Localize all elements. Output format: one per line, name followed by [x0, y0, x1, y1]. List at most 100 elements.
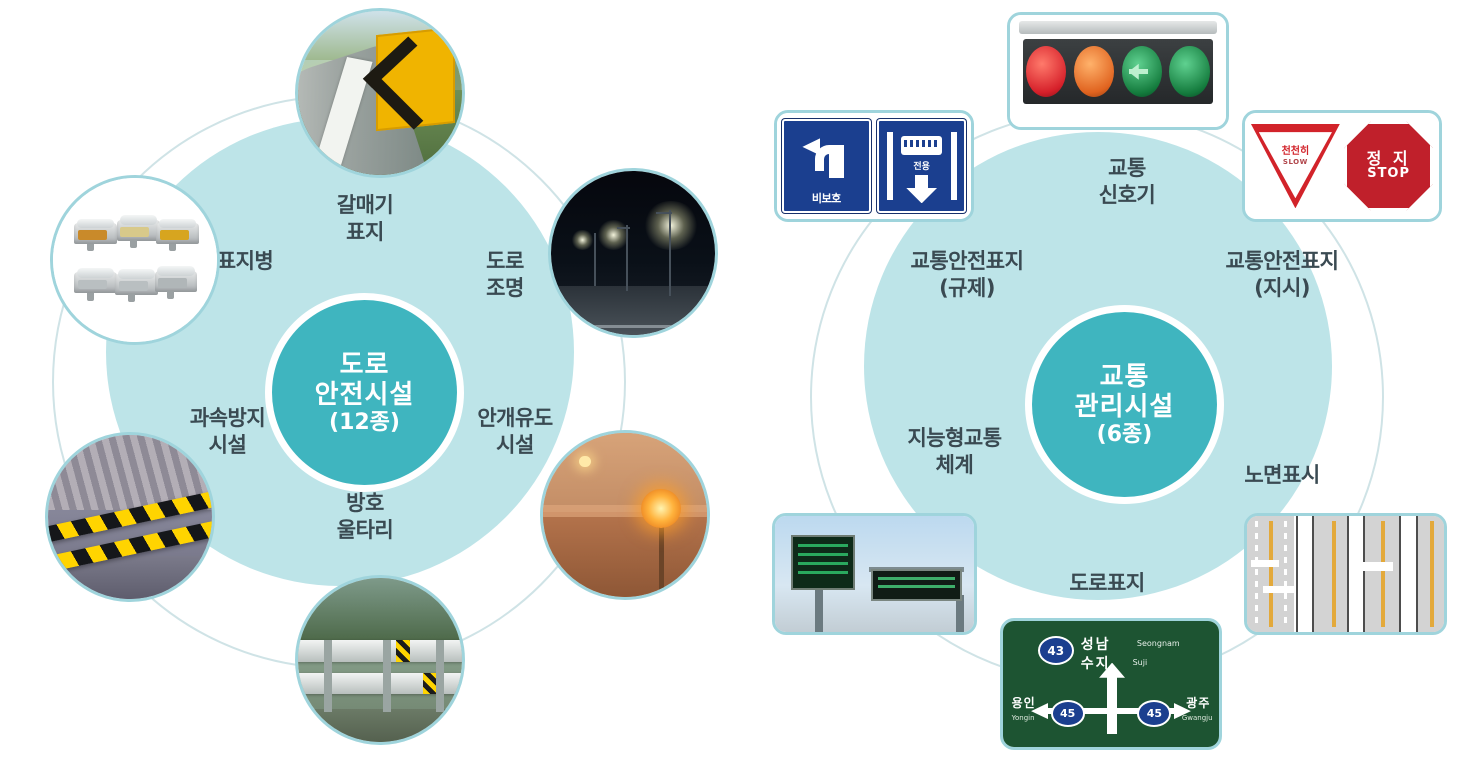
yield-sign: 천천히 SLOW [1250, 123, 1340, 209]
center-line-3: (12종) [329, 409, 400, 435]
center-circle-traffic-management: 교통 관리시설 (6종) [1032, 312, 1217, 497]
light-source [579, 455, 591, 468]
signal-visor [1018, 20, 1218, 35]
node-pavement-marking-photo[interactable] [1244, 513, 1447, 635]
label-chevron-marker: 갈매기 표지 [336, 193, 394, 244]
marking-panel [1349, 516, 1366, 632]
road-stud-item [115, 268, 158, 303]
arrow-shaft-vertical [1106, 671, 1118, 735]
lamp-arm [655, 212, 673, 214]
guardrail-post [435, 640, 444, 713]
lamp-arm [616, 226, 630, 229]
ground [298, 709, 462, 742]
left-arrow-icon [1129, 63, 1155, 80]
destination-right-kr: 광주 [1186, 696, 1211, 711]
vms-display-board [790, 534, 855, 590]
center-line-1: 도로 [339, 349, 390, 380]
sign-unprotected-left-turn: 비보호 [781, 119, 871, 213]
yield-label-en: SLOW [1282, 157, 1308, 166]
node-guard-fence-photo[interactable] [295, 575, 465, 745]
label-safety-sign-regulatory: 교통안전표지 (규제) [910, 249, 1024, 300]
destination-left-kr: 용인 [1011, 696, 1036, 711]
label-road-sign: 도로표지 [1069, 571, 1145, 595]
node-fog-guidance-photo[interactable] [540, 430, 710, 600]
down-arrow-icon [906, 174, 938, 204]
destination-second-kr: 수지 [1080, 655, 1111, 672]
arrow-shaft-horizontal [1041, 707, 1181, 715]
lamp-pole [669, 210, 672, 296]
signal-lamp-green [1169, 46, 1210, 98]
street-lamp-glow [570, 230, 594, 250]
hazard-stripe [422, 673, 436, 695]
node-road-lighting-photo[interactable] [548, 168, 718, 338]
marking-panel [1294, 516, 1314, 632]
lane-line-dashed [1254, 520, 1258, 628]
node-red-signs-photo[interactable]: 천천히 SLOW 정 지 STOP [1242, 110, 1442, 222]
center-line-2: 안전시설 [314, 379, 415, 410]
fog-guidance-lamp [641, 488, 681, 529]
road-stud-item [154, 265, 198, 299]
bus-icon [901, 135, 943, 156]
lamp-pole [593, 233, 596, 286]
center-line-1: 교통 [1099, 361, 1150, 392]
sign-bus-only-lane: 전용 [877, 119, 967, 213]
guardrail-post [324, 640, 333, 713]
edge-line [1416, 516, 1419, 632]
signal-lamp-amber [1074, 46, 1115, 98]
center-line-yellow [1380, 520, 1385, 628]
center-line-2: 관리시설 [1074, 391, 1175, 422]
label-speed-bump: 과속방지 시설 [189, 406, 266, 457]
lane-bar-right [950, 132, 957, 200]
signal-head [1018, 20, 1218, 109]
node-chevron-marker-photo[interactable] [295, 8, 465, 178]
marking-panel [1313, 516, 1350, 632]
node-speed-bump-photo[interactable] [45, 432, 215, 602]
left-turn-arrow-icon [802, 136, 846, 179]
guardrail-beam [298, 640, 462, 662]
destination-second-en: Suji [1132, 657, 1148, 667]
sign-label-left: 비보호 [811, 192, 841, 206]
label-its: 지능형교통 체계 [907, 426, 1002, 477]
signal-lamp-red [1026, 46, 1067, 98]
road-stud-item [74, 267, 117, 301]
vms-pole [956, 594, 965, 632]
road-safety-facilities-diagram: 도로 안전시설 (12종) 갈매기 표지 표지병 도로 조명 안개유도 시설 방… [45, 8, 718, 745]
street-lamp-glow [596, 220, 630, 250]
edge-line [1398, 516, 1401, 632]
bridge-rail [543, 505, 707, 517]
label-pavement-marking: 노면표시 [1244, 463, 1320, 487]
edge-line [1347, 516, 1350, 632]
lane-bar-left [886, 132, 893, 200]
vms-display-board [870, 569, 963, 602]
bridge-deck [543, 511, 707, 597]
center-line-yellow [1268, 520, 1273, 628]
lane-line [564, 325, 702, 329]
route-shield-left: 45 [1050, 700, 1085, 728]
signal-lamp-green-left-arrow [1121, 46, 1162, 98]
destination-top-kr: 성남 [1080, 636, 1111, 653]
label-road-stud: 표지병 [216, 249, 274, 273]
yield-label-kr: 천천히 [1281, 146, 1310, 158]
vms-gantry [868, 567, 965, 572]
stop-line-block [1262, 585, 1295, 593]
node-blue-signs-photo[interactable]: 비보호 전용 [774, 110, 974, 222]
stop-label-en: STOP [1367, 165, 1411, 181]
road-stud-item [116, 214, 160, 249]
label-fog-guidance: 안개유도 시설 [477, 406, 553, 457]
destination-right-en: Gwangju [1181, 714, 1213, 723]
node-road-stud-photo[interactable] [50, 175, 220, 345]
destination-left-en: Yongin [1011, 714, 1035, 723]
node-its-photo[interactable] [772, 513, 977, 635]
label-guard-fence: 방호 울타리 [336, 491, 394, 542]
route-shield-right: 45 [1137, 700, 1172, 728]
marking-panel [1400, 516, 1419, 632]
hazard-stripe [396, 640, 410, 662]
edge-line [1363, 516, 1366, 632]
stop-line-block [1361, 562, 1393, 571]
node-direction-board-photo[interactable]: 43 성남 Seongnam 수지 Suji 45 45 용인 Yongin 광… [1000, 618, 1222, 750]
node-traffic-signal-photo[interactable] [1007, 12, 1229, 130]
vms-pole [814, 583, 823, 632]
label-safety-sign-instruction: 교통안전표지 (지시) [1225, 249, 1339, 300]
fog-lamp-pole [659, 524, 665, 594]
guardrail-post [383, 640, 392, 713]
